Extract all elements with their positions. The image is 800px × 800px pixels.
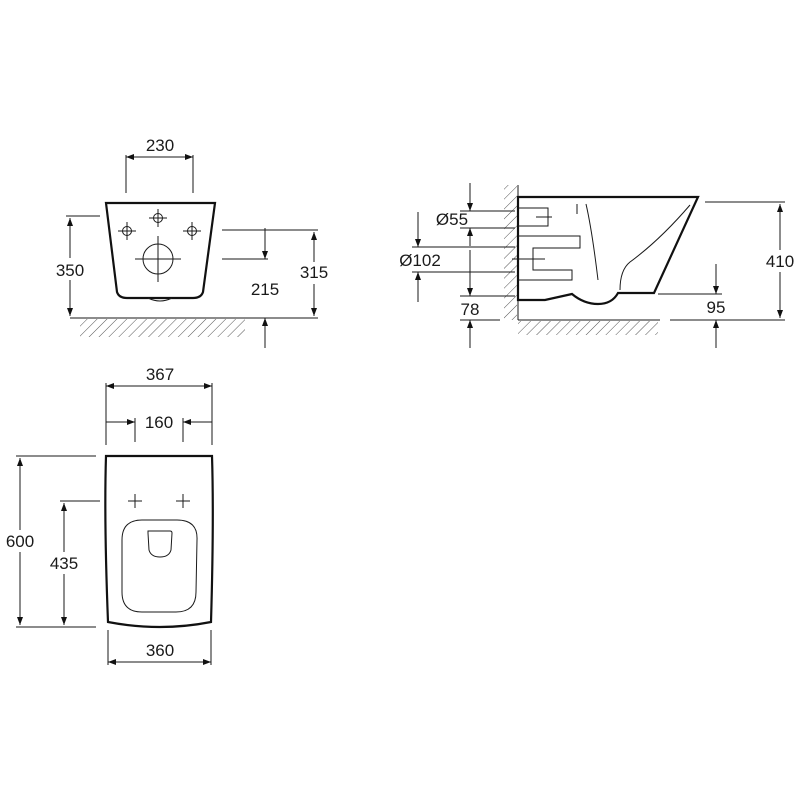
side-floor-hatch	[518, 321, 658, 335]
top-bowl-outline	[104, 454, 214, 629]
side-inner-curve-a	[585, 203, 599, 281]
top-view: 367 160 600 435 360	[0, 365, 214, 665]
side-view: Ø55 Ø102 78 410 95	[393, 183, 800, 348]
side-bowl-outline	[516, 195, 700, 306]
dim-top-bottom-360: 360	[146, 641, 174, 660]
dim-top-width-367: 367	[146, 365, 174, 384]
front-bowl-outline	[104, 201, 217, 300]
dim-side-outlet-dia: Ø102	[399, 251, 441, 270]
dim-top-fixing-435: 435	[50, 554, 78, 573]
dim-front-fixing-315: 315	[300, 263, 328, 282]
front-floor-hatch	[80, 319, 245, 337]
dim-side-height-410: 410	[766, 252, 794, 271]
top-fixing-marks	[128, 494, 190, 508]
side-inner-curve-b	[619, 204, 691, 291]
dim-side-offset-95: 95	[707, 298, 726, 317]
front-fixing-marks	[118, 209, 201, 240]
dim-top-fixing-160: 160	[145, 413, 173, 432]
dim-top-length-600: 600	[6, 532, 34, 551]
front-bowl-foot	[147, 297, 173, 302]
front-view: 230 350 215 315	[50, 136, 334, 348]
dim-front-width-230: 230	[146, 136, 174, 155]
dim-side-outlet-height-78: 78	[461, 300, 480, 319]
dim-front-height-350: 350	[56, 261, 84, 280]
top-bowl-opening	[121, 519, 198, 613]
front-outlet	[135, 236, 181, 282]
top-water-pool	[147, 530, 173, 558]
side-wall-hatch	[504, 185, 517, 320]
dim-front-outlet-215: 215	[251, 280, 279, 299]
side-outlet-channel	[518, 235, 581, 281]
dim-side-inlet-dia: Ø55	[436, 210, 468, 229]
